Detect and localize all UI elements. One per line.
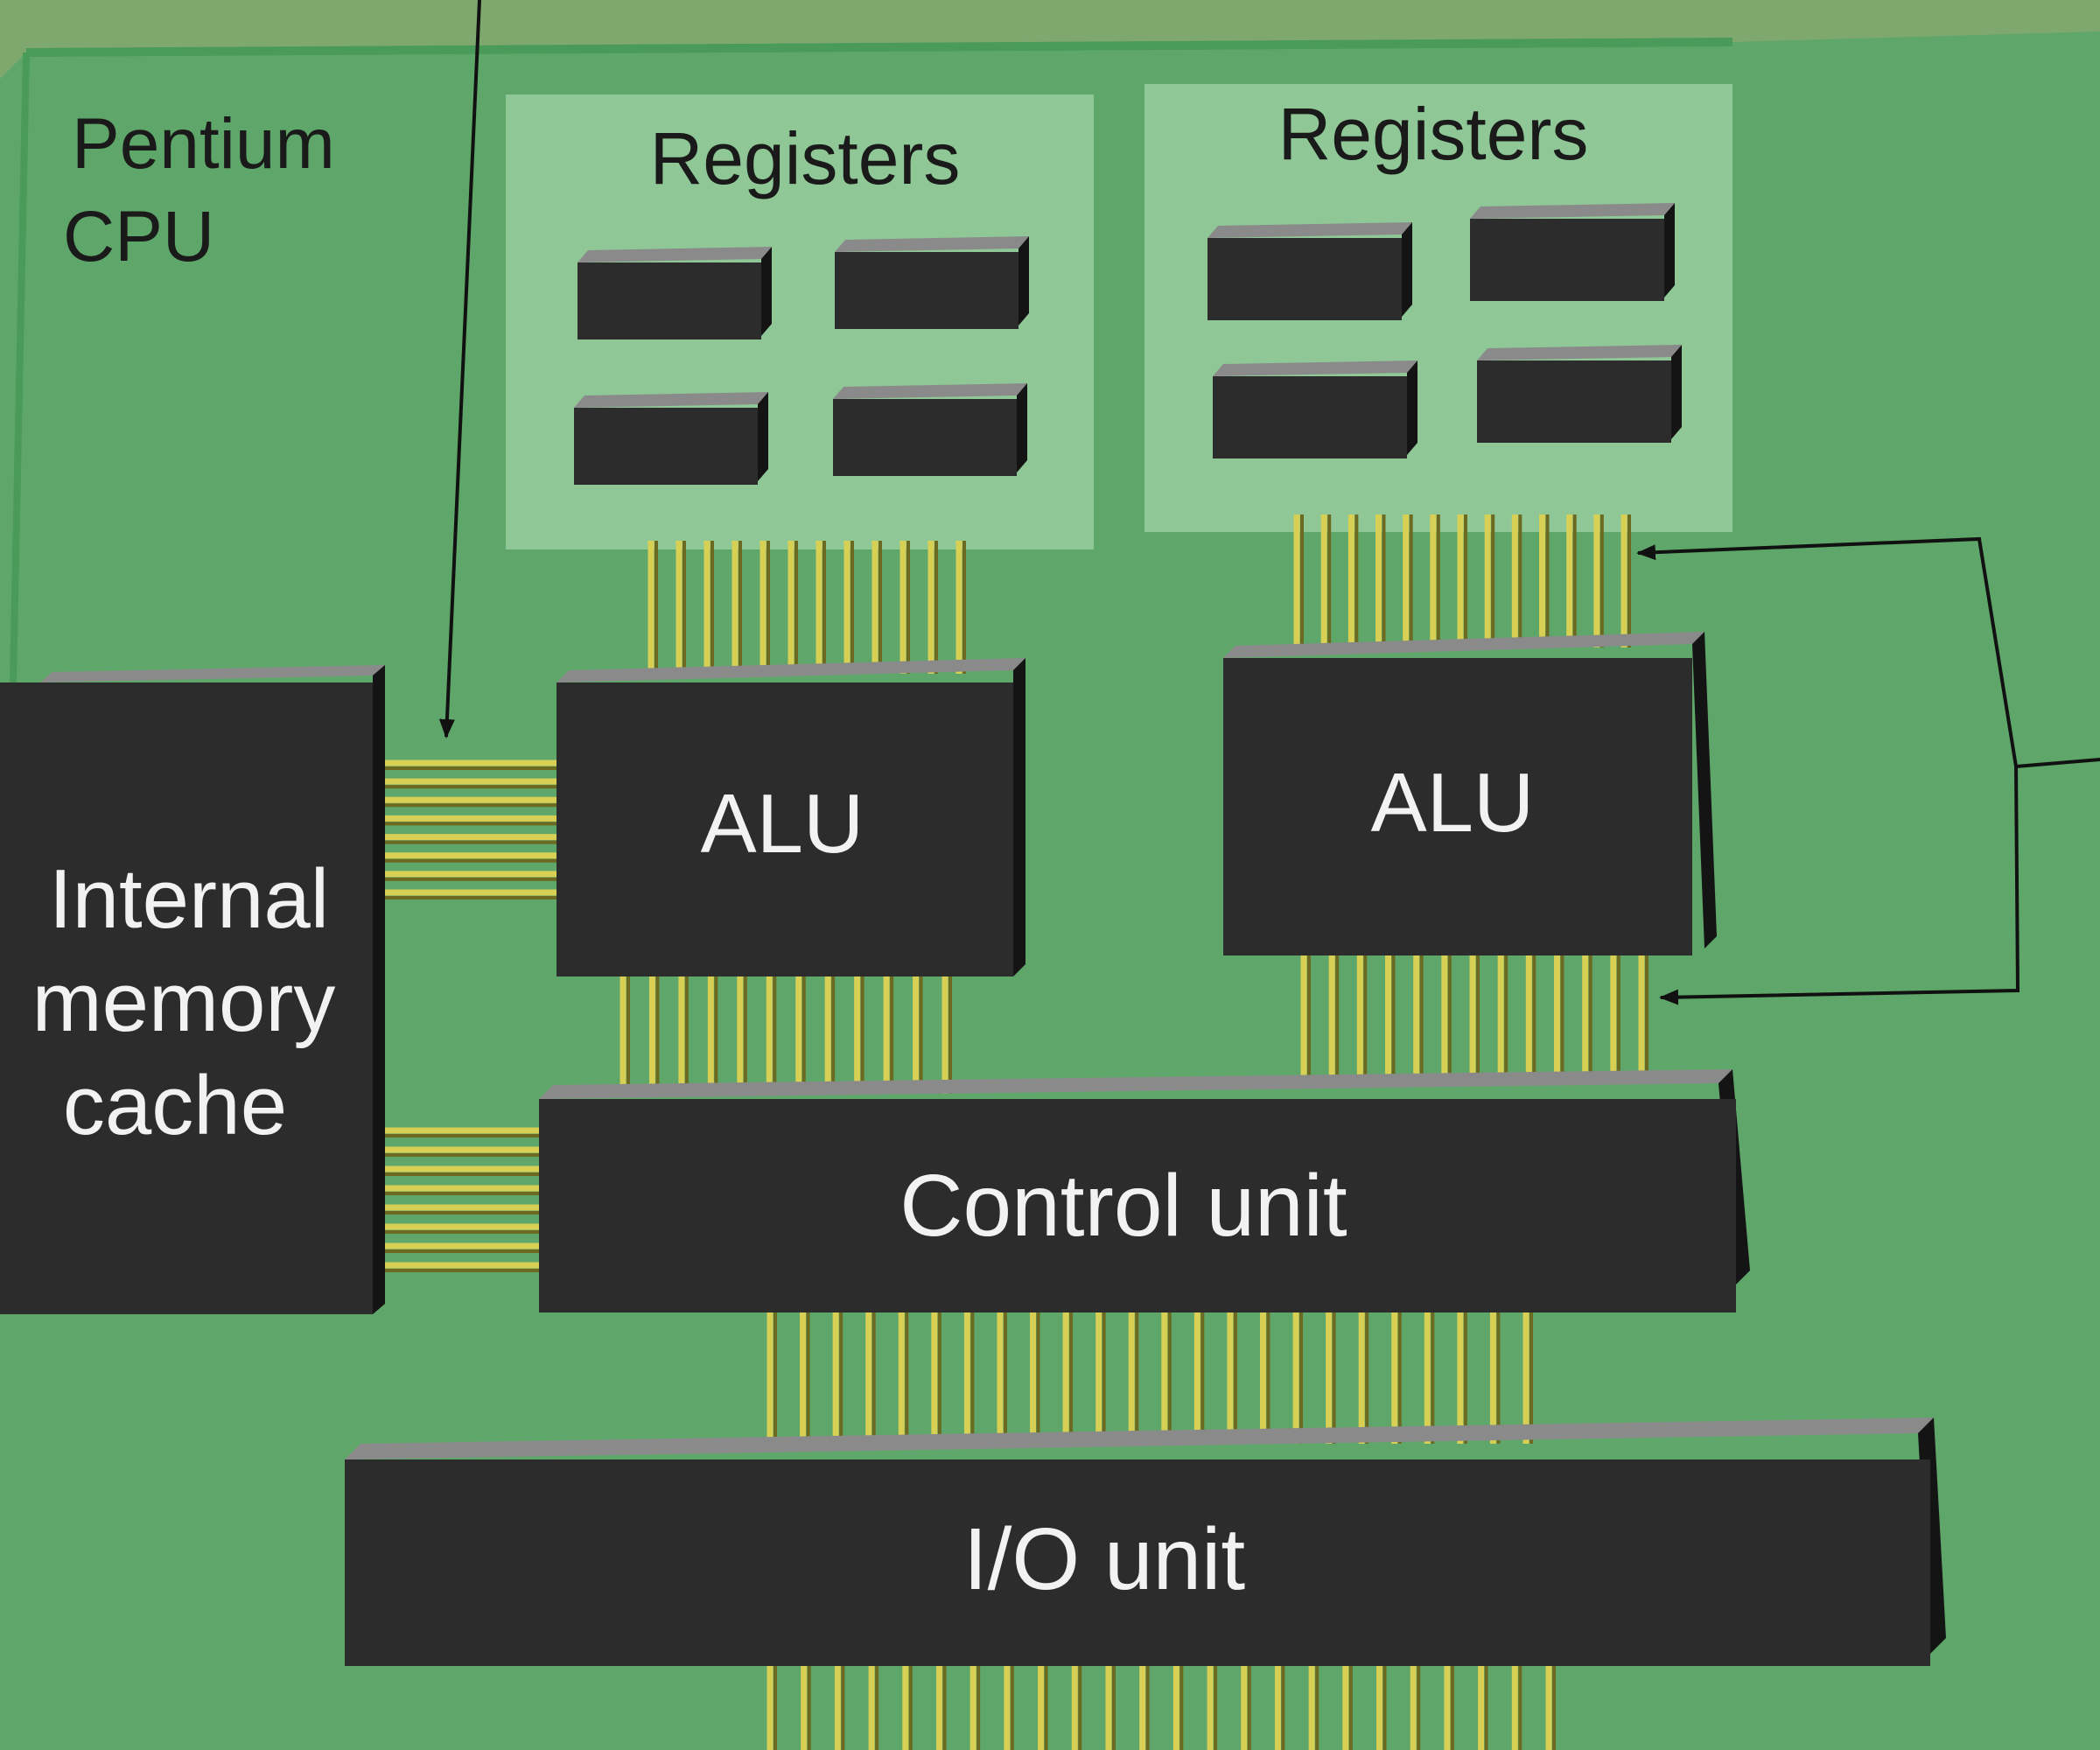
cache-label-line-3: cache (63, 1059, 287, 1152)
arrow-into-alu-right-bottom (1659, 766, 2020, 1005)
register-right-cell-3 (1213, 360, 1418, 458)
alu-left: ALU (556, 658, 1026, 976)
register-right-cell-2 (1470, 203, 1675, 301)
register-left-cell-2 (835, 236, 1029, 329)
control-unit-label: Control unit (900, 1157, 1348, 1255)
register-left-cell-4 (833, 383, 1027, 476)
register-left-cell-3 (574, 392, 768, 485)
cache-label-line-2: memory (32, 956, 336, 1049)
cpu-label-line-1: Pentium (72, 104, 335, 184)
wire-bundles (354, 514, 1648, 1750)
bus-io-external (766, 1662, 1556, 1750)
registers-panel-left: Registers (506, 94, 1094, 550)
register-left-cell-1 (578, 247, 772, 340)
register-right-cell-1 (1208, 222, 1412, 320)
bus-alu-left-to-control (620, 971, 952, 1094)
control-unit: Control unit (539, 1069, 1750, 1312)
cache-label-line-1: Internal (49, 852, 329, 946)
arrow-into-cache-bus (438, 0, 481, 738)
bus-cache-to-alu-left (366, 760, 558, 900)
alu-right-label: ALU (1371, 756, 1535, 850)
registers-panel-right: Registers (1144, 84, 1732, 532)
bus-registers-left-to-alu-left (648, 541, 966, 674)
registers-left-label: Registers (650, 117, 961, 200)
arrow-feedback-loop (1636, 536, 2100, 769)
cpu-label: Pentium CPU (63, 104, 335, 276)
registers-right-label: Registers (1278, 93, 1589, 175)
register-right-cell-4 (1477, 345, 1682, 443)
alu-right: ALU (1223, 632, 1717, 956)
io-unit-label: I/O unit (963, 1510, 1246, 1608)
bus-registers-right-to-alu-right (1293, 514, 1631, 648)
internal-memory-cache: Internal memory cache (0, 665, 385, 1314)
alu-left-label: ALU (701, 777, 864, 871)
bus-control-to-io (766, 1307, 1533, 1444)
registers-right-cells (1208, 203, 1682, 458)
cpu-label-line-2: CPU (63, 197, 214, 276)
arrows (438, 0, 2100, 1005)
io-unit: I/O unit (345, 1418, 1946, 1666)
registers-left-cells (574, 236, 1029, 485)
bus-alu-right-to-control (1300, 952, 1648, 1078)
